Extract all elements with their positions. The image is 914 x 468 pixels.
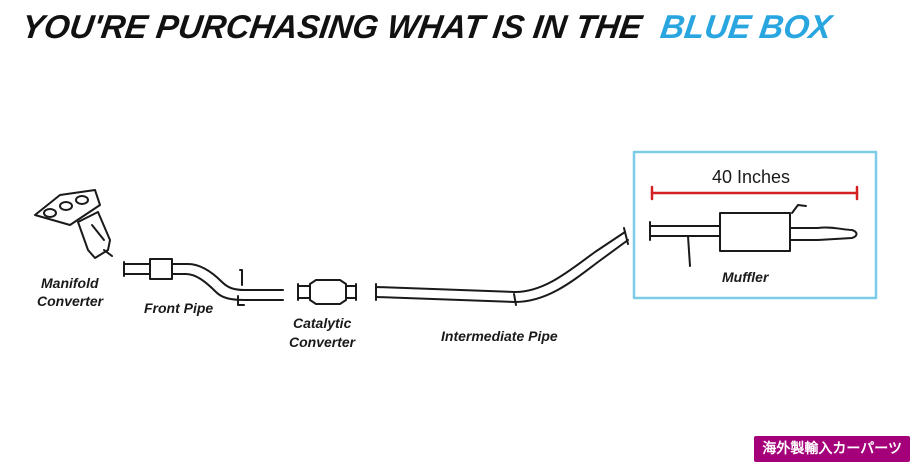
headline: YOU'RE PURCHASING WHAT IS IN THE BLUE BO… (20, 9, 836, 46)
measurement-marker (650, 185, 859, 201)
label-manifold-line1: Manifold (41, 275, 99, 291)
exhaust-system-diagram: Manifold Converter Front Pipe Catalytic … (34, 150, 878, 350)
label-catalytic-line2: Converter (289, 334, 357, 350)
svg-text:YOU'RE PURCHASING WHAT IS IN T: YOU'RE PURCHASING WHAT IS IN THE BLUE BO… (20, 9, 836, 46)
manifold-converter-icon (34, 189, 113, 259)
intermediate-pipe-icon (375, 227, 629, 306)
label-catalytic-line1: Catalytic (293, 315, 352, 331)
label-intermediate-pipe: Intermediate Pipe (441, 328, 558, 344)
front-pipe-icon (123, 258, 284, 306)
label-measurement: 40 Inches (712, 167, 790, 187)
label-manifold-line2: Converter (37, 293, 105, 309)
watermark-badge: 海外製輸入カーパーツ (754, 436, 910, 462)
muffler-icon (649, 204, 858, 267)
label-front-pipe: Front Pipe (144, 300, 213, 316)
headline-prefix: YOU'RE PURCHASING WHAT IS IN THE (20, 9, 646, 46)
selection-box (632, 150, 878, 300)
catalytic-converter-icon (297, 279, 357, 305)
label-muffler: Muffler (722, 269, 770, 285)
headline-highlight: BLUE BOX (658, 9, 836, 46)
